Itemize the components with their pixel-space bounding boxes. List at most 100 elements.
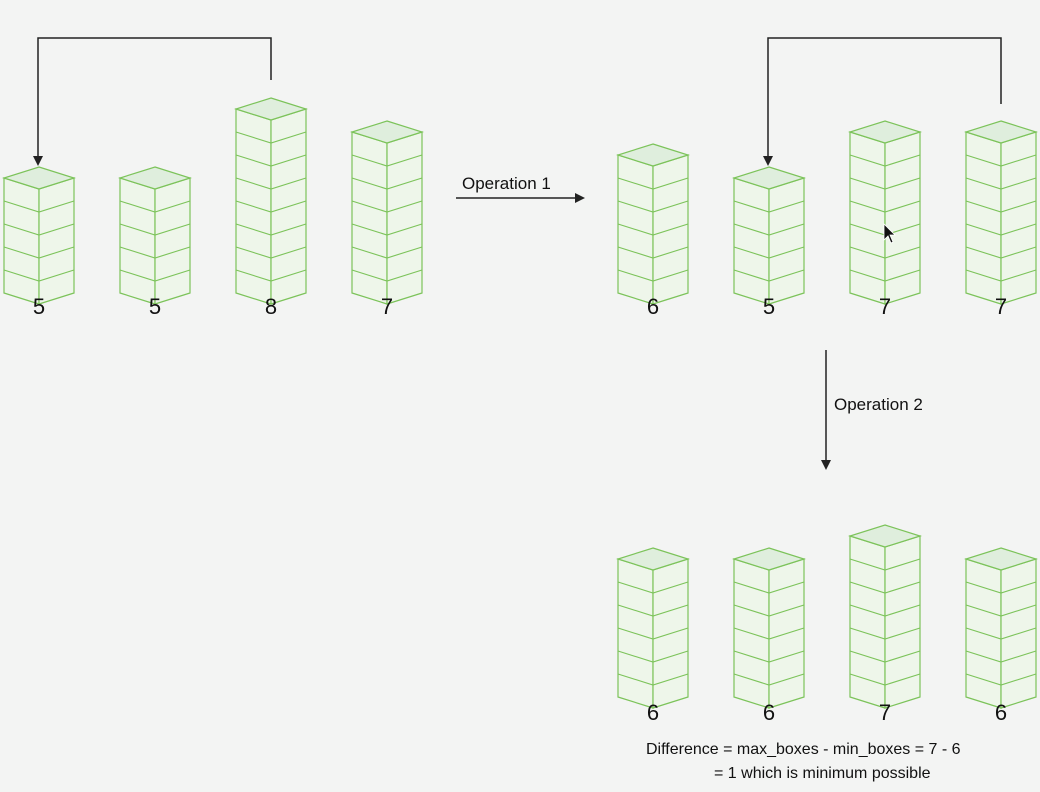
box-separator [617, 200, 689, 213]
box-separator [617, 673, 689, 686]
box-separator [965, 269, 1037, 282]
stack-left-face [733, 177, 770, 305]
box-separator [617, 223, 689, 236]
transfer-arrow-2 [763, 37, 1002, 166]
box-stack [963, 120, 1039, 305]
stack-top-face [233, 97, 309, 121]
box-separator [235, 154, 307, 167]
box-separator [617, 581, 689, 594]
stack-right-face [884, 131, 921, 305]
box-separator [617, 177, 689, 190]
box-separator [617, 650, 689, 663]
stack-left-face [3, 177, 40, 305]
operation-2-label: Operation 2 [834, 395, 923, 414]
box-separator [3, 269, 75, 282]
box-separator [351, 177, 423, 190]
box-separator [235, 246, 307, 259]
box-separator [965, 673, 1037, 686]
stack-top-face [847, 524, 923, 548]
stack-top-face [349, 120, 425, 144]
difference-formula: Difference = max_boxes - min_boxes = 7 -… [646, 741, 961, 758]
box-separator [617, 604, 689, 617]
stack-right-face [38, 177, 75, 305]
box-separator [351, 154, 423, 167]
box-stack [615, 547, 691, 709]
box-stack [233, 97, 309, 305]
stack-count-label: 5 [32, 294, 46, 319]
box-separator [351, 269, 423, 282]
stack-left-face [965, 131, 1002, 305]
box-stack [847, 524, 923, 709]
stack-right-face [154, 177, 191, 305]
box-separator [733, 604, 805, 617]
box-separator [965, 581, 1037, 594]
box-separator [733, 627, 805, 640]
stack-count-label: 6 [994, 700, 1008, 725]
box-stack [963, 547, 1039, 709]
operation-1-label: Operation 1 [462, 174, 551, 193]
box-stack [731, 547, 807, 709]
box-separator [351, 246, 423, 259]
stack-top-face [1, 166, 77, 190]
stack-count-label: 6 [646, 700, 660, 725]
box-separator [617, 246, 689, 259]
stack-left-face [849, 131, 886, 305]
stack-top-face [615, 547, 691, 571]
box-stack [847, 120, 923, 305]
stack-count-label: 6 [762, 700, 776, 725]
box-separator [849, 269, 921, 282]
stack-top-face [963, 120, 1039, 144]
box-separator [3, 223, 75, 236]
stack-right-face [386, 131, 423, 305]
box-separator [965, 200, 1037, 213]
box-separator [849, 650, 921, 663]
box-separator [849, 200, 921, 213]
box-separator [733, 650, 805, 663]
box-separator [849, 581, 921, 594]
box-separator [119, 246, 191, 259]
box-separator [3, 200, 75, 213]
box-separator [849, 558, 921, 571]
stack-right-face [768, 177, 805, 305]
box-separator [733, 269, 805, 282]
box-stack [615, 143, 691, 305]
stack-top-face [847, 120, 923, 144]
box-separator [965, 154, 1037, 167]
difference-result: = 1 which is minimum possible [714, 765, 931, 782]
box-stack [349, 120, 425, 305]
stack-left-face [849, 535, 886, 709]
box-separator [119, 200, 191, 213]
box-separator [3, 246, 75, 259]
stack-count-label: 6 [646, 294, 660, 319]
box-separator [119, 223, 191, 236]
mouse-cursor-icon [883, 223, 896, 244]
stack-left-face [351, 131, 388, 305]
box-separator [849, 627, 921, 640]
box-separator [235, 223, 307, 236]
stack-right-face [1000, 131, 1037, 305]
box-separator [965, 627, 1037, 640]
box-separator [235, 200, 307, 213]
stack-top-face [117, 166, 193, 190]
box-separator [617, 269, 689, 282]
stack-top-face [963, 547, 1039, 571]
box-separator [965, 246, 1037, 259]
stack-top-face [731, 547, 807, 571]
box-separator [965, 604, 1037, 617]
box-separator [119, 269, 191, 282]
box-separator [849, 177, 921, 190]
stack-count-label: 5 [762, 294, 776, 319]
box-separator [235, 177, 307, 190]
stack-count-label: 7 [878, 294, 892, 319]
box-separator [235, 131, 307, 144]
box-separator [733, 581, 805, 594]
box-separator [733, 223, 805, 236]
transfer-arrow-1 [33, 37, 272, 166]
box-separator [849, 246, 921, 259]
box-separator [965, 650, 1037, 663]
stack-count-label: 8 [264, 294, 278, 319]
box-separator [849, 604, 921, 617]
stack-count-label: 7 [878, 700, 892, 725]
stack-left-face [119, 177, 156, 305]
